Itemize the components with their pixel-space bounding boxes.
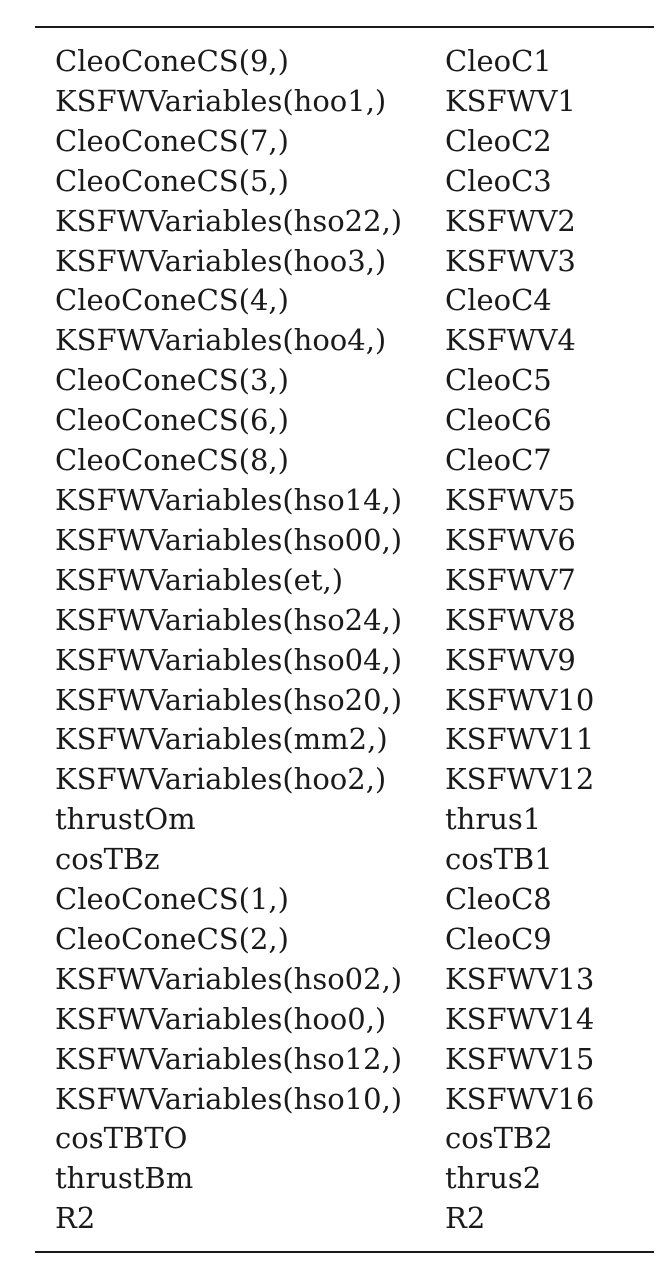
short-name-cell: cosTB1 bbox=[445, 842, 553, 877]
short-name-cell: KSFWV11 bbox=[445, 722, 595, 757]
table-row: CleoConeCS(5,) CleoC3 bbox=[35, 162, 654, 202]
short-name-cell: CleoC4 bbox=[445, 283, 552, 318]
short-name-cell: CleoC7 bbox=[445, 443, 552, 478]
table-row: thrustOm thrus1 bbox=[35, 800, 654, 840]
short-name-cell: KSFWV2 bbox=[445, 203, 576, 238]
table-row: KSFWVariables(hoo2,) KSFWV12 bbox=[35, 760, 654, 800]
variable-name-cell: CleoConeCS(9,) bbox=[55, 44, 289, 78]
variable-name-cell: KSFWVariables(hoo3,) bbox=[55, 243, 387, 278]
table-row: CleoConeCS(7,) CleoC2 bbox=[35, 122, 654, 162]
short-name-cell: KSFWV4 bbox=[445, 323, 576, 358]
variable-name-cell: cosTBTO bbox=[55, 1121, 188, 1156]
short-name-cell: R2 bbox=[445, 1201, 486, 1236]
variable-name-cell: KSFWVariables(hoo4,) bbox=[55, 323, 387, 358]
variable-name-cell: KSFWVariables(hso02,) bbox=[55, 961, 403, 996]
short-name-cell: KSFWV16 bbox=[445, 1081, 595, 1116]
table-row: KSFWVariables(hoo3,) KSFWV3 bbox=[35, 242, 654, 282]
table-row: cosTBTO cosTB2 bbox=[35, 1119, 654, 1159]
table-row: CleoConeCS(9,) CleoC1 bbox=[35, 42, 654, 82]
table-row: cosTBz cosTB1 bbox=[35, 840, 654, 880]
short-name-cell: CleoC2 bbox=[445, 123, 552, 158]
table-row: thrustBm thrus2 bbox=[35, 1159, 654, 1199]
bottom-rule bbox=[35, 1251, 654, 1254]
variable-name-cell: CleoConeCS(2,) bbox=[55, 921, 289, 956]
table-row: KSFWVariables(hso00,) KSFWV6 bbox=[35, 521, 654, 561]
variable-name-cell: cosTBz bbox=[55, 842, 160, 877]
short-name-cell: thrus1 bbox=[445, 802, 542, 837]
table-row: CleoConeCS(1,) CleoC8 bbox=[35, 880, 654, 920]
short-name-cell: KSFWV6 bbox=[445, 522, 576, 557]
variable-name-cell: KSFWVariables(hso04,) bbox=[55, 642, 403, 677]
variable-name-cell: CleoConeCS(8,) bbox=[55, 443, 289, 478]
short-name-cell: CleoC3 bbox=[445, 163, 552, 198]
variable-name-cell: CleoConeCS(7,) bbox=[55, 123, 289, 158]
short-name-cell: KSFWV10 bbox=[445, 682, 595, 717]
short-name-cell: KSFWV1 bbox=[445, 83, 576, 118]
table-row: KSFWVariables(hso24,) KSFWV8 bbox=[35, 601, 654, 641]
table-row: CleoConeCS(6,) CleoC6 bbox=[35, 401, 654, 441]
table-row: KSFWVariables(et,) KSFWV7 bbox=[35, 561, 654, 601]
variable-name-cell: KSFWVariables(hoo1,) bbox=[55, 83, 387, 118]
variable-name-cell: CleoConeCS(4,) bbox=[55, 283, 289, 318]
short-name-cell: KSFWV13 bbox=[445, 961, 595, 996]
variable-name-cell: KSFWVariables(hoo2,) bbox=[55, 762, 387, 797]
variable-name-cell: KSFWVariables(hoo0,) bbox=[55, 1001, 387, 1036]
table-row: KSFWVariables(hso20,) KSFWV10 bbox=[35, 681, 654, 721]
short-name-cell: CleoC5 bbox=[445, 363, 552, 398]
table-row: KSFWVariables(hso10,) KSFWV16 bbox=[35, 1080, 654, 1120]
short-name-cell: CleoC6 bbox=[445, 403, 552, 438]
short-name-cell: thrus2 bbox=[445, 1161, 542, 1196]
variable-name-cell: KSFWVariables(hso22,) bbox=[55, 203, 403, 238]
short-name-cell: KSFWV8 bbox=[445, 602, 576, 637]
variable-name-cell: KSFWVariables(et,) bbox=[55, 562, 344, 597]
short-name-cell: CleoC1 bbox=[445, 44, 552, 78]
variable-name-cell: CleoConeCS(1,) bbox=[55, 882, 289, 917]
table-row: CleoConeCS(4,) CleoC4 bbox=[35, 281, 654, 321]
table-row: KSFWVariables(hso04,) KSFWV9 bbox=[35, 641, 654, 681]
table-row: KSFWVariables(hoo1,) KSFWV1 bbox=[35, 82, 654, 122]
variable-name-cell: CleoConeCS(3,) bbox=[55, 363, 289, 398]
table-row: KSFWVariables(hoo4,) KSFWV4 bbox=[35, 321, 654, 361]
short-name-cell: KSFWV12 bbox=[445, 762, 595, 797]
short-name-cell: cosTB2 bbox=[445, 1121, 553, 1156]
table-row: KSFWVariables(mm2,) KSFWV11 bbox=[35, 720, 654, 760]
variable-name-cell: thrustBm bbox=[55, 1161, 194, 1196]
variable-name-cell: CleoConeCS(5,) bbox=[55, 163, 289, 198]
table-row: R2 R2 bbox=[35, 1199, 654, 1239]
variable-name-cell: KSFWVariables(hso10,) bbox=[55, 1081, 403, 1116]
short-name-cell: KSFWV7 bbox=[445, 562, 576, 597]
short-name-cell: CleoC9 bbox=[445, 921, 552, 956]
variable-name-cell: KSFWVariables(hso24,) bbox=[55, 602, 403, 637]
variable-name-cell: CleoConeCS(6,) bbox=[55, 403, 289, 438]
variable-name-cell: thrustOm bbox=[55, 802, 196, 837]
variable-name-cell: KSFWVariables(hso00,) bbox=[55, 522, 403, 557]
table-row: KSFWVariables(hso14,) KSFWV5 bbox=[35, 481, 654, 521]
short-name-cell: CleoC8 bbox=[445, 882, 552, 917]
short-name-cell: KSFWV15 bbox=[445, 1041, 595, 1076]
variable-name-cell: KSFWVariables(mm2,) bbox=[55, 722, 388, 757]
variable-name-cell: R2 bbox=[55, 1201, 96, 1236]
table-row: KSFWVariables(hso02,) KSFWV13 bbox=[35, 960, 654, 1000]
short-name-cell: KSFWV5 bbox=[445, 482, 576, 517]
table-row: CleoConeCS(2,) CleoC9 bbox=[35, 920, 654, 960]
table-row: KSFWVariables(hso22,) KSFWV2 bbox=[35, 202, 654, 242]
top-rule bbox=[35, 26, 654, 28]
short-name-cell: KSFWV14 bbox=[445, 1001, 595, 1036]
short-name-cell: KSFWV9 bbox=[445, 642, 576, 677]
variable-name-cell: KSFWVariables(hso14,) bbox=[55, 482, 403, 517]
table-row: CleoConeCS(3,) CleoC5 bbox=[35, 361, 654, 401]
table-row: KSFWVariables(hoo0,) KSFWV14 bbox=[35, 1000, 654, 1040]
table-row: KSFWVariables(hso12,) KSFWV15 bbox=[35, 1040, 654, 1080]
variable-name-cell: KSFWVariables(hso12,) bbox=[55, 1041, 403, 1076]
variable-name-cell: KSFWVariables(hso20,) bbox=[55, 682, 403, 717]
short-name-cell: KSFWV3 bbox=[445, 243, 576, 278]
table-row: CleoConeCS(8,) CleoC7 bbox=[35, 441, 654, 481]
